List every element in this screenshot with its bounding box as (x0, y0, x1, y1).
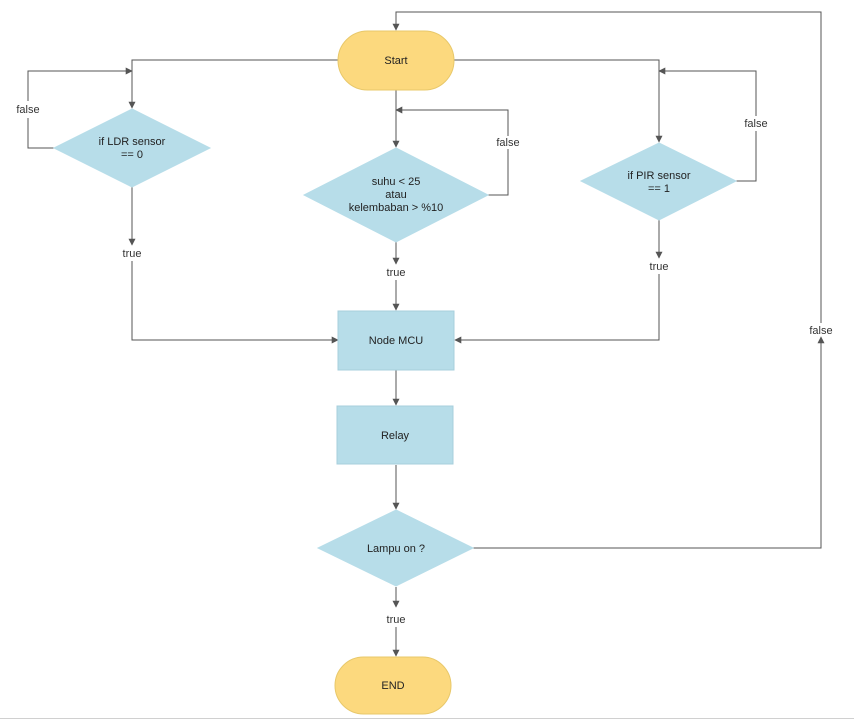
suhu-false-label: false (496, 137, 519, 149)
pir-label-line1: if PIR sensor (628, 170, 691, 182)
ldr-false-label: false (16, 104, 39, 116)
connector-pir-true-to-nodemcu (454, 274, 660, 344)
start-terminal (337, 30, 455, 91)
nodemcu-label: Node MCU (369, 335, 423, 347)
pir-true-label: true (650, 261, 669, 273)
suhu-decision (302, 147, 490, 243)
suhu-label-line1: suhu < 25 (372, 176, 421, 188)
connector-lampu-false-right (473, 336, 825, 549)
connector-start-to-ldr (128, 59, 338, 109)
relay-label: Relay (381, 430, 410, 442)
connector-pir-false-loop-return (658, 67, 757, 116)
connector-ldr-false-loop-return (27, 67, 133, 101)
lampu-label: Lampu on ? (367, 543, 425, 555)
pir-false-label: false (744, 118, 767, 130)
ldr-label-line2: == 0 (121, 149, 143, 161)
suhu-label-line3: kelembaban > %10 (349, 202, 443, 214)
ldr-label-line1: if LDR sensor (99, 136, 166, 148)
relay-process (336, 405, 454, 465)
suhu-label-line2: atau (385, 189, 406, 201)
connector-ldr-true-to-nodemcu (131, 261, 339, 344)
pir-decision (579, 142, 738, 221)
connector-lampu-false-to-start (392, 11, 822, 323)
pir-label-line2: == 1 (648, 183, 670, 195)
connector-suhu-false-loop-return (395, 106, 509, 136)
ldr-true-label: true (123, 248, 142, 260)
bottom-rule (0, 718, 854, 719)
end-terminal (334, 656, 452, 715)
ldr-decision (52, 108, 212, 188)
connectors (27, 11, 825, 657)
suhu-true-label: true (387, 267, 406, 279)
lampu-false-label: false (809, 325, 832, 337)
connector-ldr-false-loop (27, 118, 54, 149)
start-label: Start (384, 55, 407, 67)
nodemcu-process (337, 310, 455, 371)
lampu-decision (316, 509, 475, 587)
connector-suhu-false-loop (488, 149, 509, 196)
lampu-true-label: true (387, 614, 406, 626)
connector-start-to-pir (454, 59, 663, 143)
connector-pir-false-loop (736, 131, 757, 182)
end-label: END (381, 680, 404, 692)
